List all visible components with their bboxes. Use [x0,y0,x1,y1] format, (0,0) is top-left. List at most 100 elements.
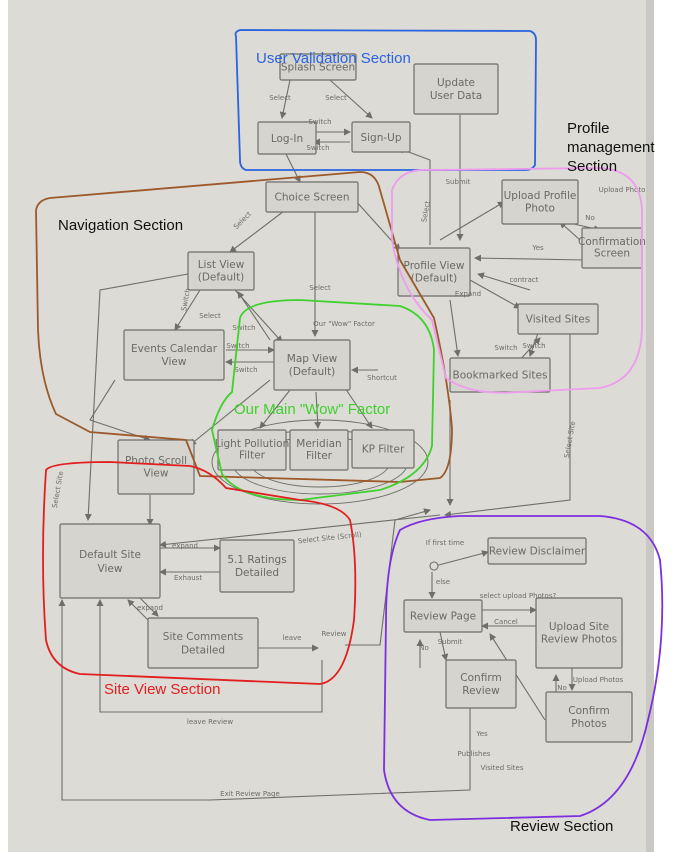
meridian-filter-label: Meridian [296,438,341,450]
upload-site-review-photos-label: Upload Site [549,621,609,633]
edge-visited-profile [477,272,531,291]
profile-view-label: (Default) [411,273,458,285]
edge-map-kp [344,387,373,429]
edge-label-publishes: Publishes [458,750,491,758]
section-title-site-view: Site View Section [104,681,220,698]
ratings-detailed-label: Detailed [235,567,279,579]
edge-exit-review [58,599,471,801]
edge-label-upload-photo: Upload Photo [599,186,646,194]
review-page-box [403,599,483,633]
update-user-data-label: Update [437,77,475,89]
user-validation-outline [234,29,537,171]
splash-screen-box [279,53,357,81]
edge-label-switch-a: Switch [308,118,331,126]
edge-label-submit-b: Submit [438,638,463,646]
decision-node [429,561,439,571]
edge-visited-site [444,305,571,518]
sign-up-box [351,121,411,153]
edge-label-contract: contract [509,276,538,284]
choice-screen-box [265,181,359,213]
update-user-data-box [413,63,499,115]
edge-review-confirm [439,631,449,661]
edge-label-no-a: No [585,214,595,222]
edge-map-list [237,291,271,341]
edge-map-light [259,389,291,429]
events-calendar-label: View [162,356,187,368]
events-calendar-label: Events Calendar [131,343,218,355]
edge-label-yes-b: Yes [475,730,488,738]
site-comments-detailed-label: Detailed [181,644,225,656]
review-disclaimer-box [487,537,587,565]
update-user-data-label: User Data [430,90,482,102]
navigation-outline [35,171,453,483]
site-comments-detailed-box [147,617,259,669]
edge-label-nav-switch-d: Switch [234,366,257,374]
edge-label-shortcut: Shortcut [367,374,397,382]
edge-label-switch-d: Switch [522,342,545,350]
kp-filter-label: KP Filter [362,444,405,456]
profile-view-box [397,247,471,297]
section-outlines [35,29,664,821]
edge-label-nav-select-b: Select [309,284,331,292]
wow-factor-outline [211,299,435,501]
edge-label-nav-select-c: Select [199,312,221,320]
confirm-photos-label: Confirm [568,705,609,717]
edge-label-visited-sites-note: Visited Sites [481,764,524,772]
edge-label-select-b: Select [325,94,347,102]
site-comments-detailed-label: Site Comments [163,631,243,643]
edge-label-submit-a: Submit [446,178,471,186]
events-calendar-box [123,329,225,381]
list-view-box [187,251,255,291]
edge-profile-upload [439,201,505,241]
edge-list-defaultsite [84,269,211,521]
log-in-box [257,121,317,155]
meridian-filter-box [289,429,349,471]
profile-view-label: Profile View [404,260,465,272]
confirm-review-label: Review [462,685,500,697]
bookmarked-sites-label: Bookmarked Sites [453,370,548,382]
review-outline [383,515,664,821]
map-view-label: Map View [287,353,338,365]
edge-label-switch-c: Switch [494,344,517,352]
edge-select-site [159,514,441,548]
upload-profile-photo-box [501,179,579,225]
list-view-label: List View [198,259,245,271]
edge-profile-visited [469,279,521,309]
default-site-view-label: Default Site [79,549,141,561]
edge-label-nav-switch-a: Switch [180,288,192,312]
edge-splash-login [279,79,291,119]
edge-label-switch-b: Switch [306,144,329,152]
edge-label-no-b: No [419,644,429,652]
ratings-detailed-label: 5.1 Ratings [227,554,286,566]
edge-label-no-c: No [557,684,567,692]
choice-screen-label: Choice Screen [275,192,350,204]
edge-label-expand-a: Expand [455,290,481,298]
profile-management-outline [391,167,643,394]
confirm-review-box [445,659,517,709]
edge-label-upload-photos: Upload Photos [573,676,624,684]
list-view-label: (Default) [198,272,245,284]
edge-label-wow-note: Our "Wow" Factor [313,320,375,328]
default-site-view-box [59,523,161,599]
meridian-filter-label: Filter [306,450,333,462]
edge-label-select-upload: select upload Photos? [480,592,557,600]
edge-label-nav-switch-c: Switch [226,342,249,350]
edge-confirm-upload [559,221,581,241]
section-title-profile-line2: management [567,139,655,156]
edge-label-else-label: else [436,578,450,586]
edge-label-cancel: Cancel [494,618,518,626]
edge-label-nav-switch-b: Switch [232,324,255,332]
edge-label-first-time: If first time [426,539,464,547]
edge-splash-signup [329,79,373,119]
edge-leave-review [96,599,323,713]
confirm-photos-box [545,691,633,743]
edge-map-meridian [314,391,322,429]
review-page-label: Review Page [410,611,476,623]
edge-confirmphotos-review [489,633,546,721]
edge-label-expand-b: expand [172,542,198,550]
light-pollution-filter-box [217,429,287,471]
review-disclaimer-label: Review Disclaimer [489,545,586,557]
confirm-photos-label: Photos [571,718,606,730]
edge-events-photoscroll [89,379,151,442]
